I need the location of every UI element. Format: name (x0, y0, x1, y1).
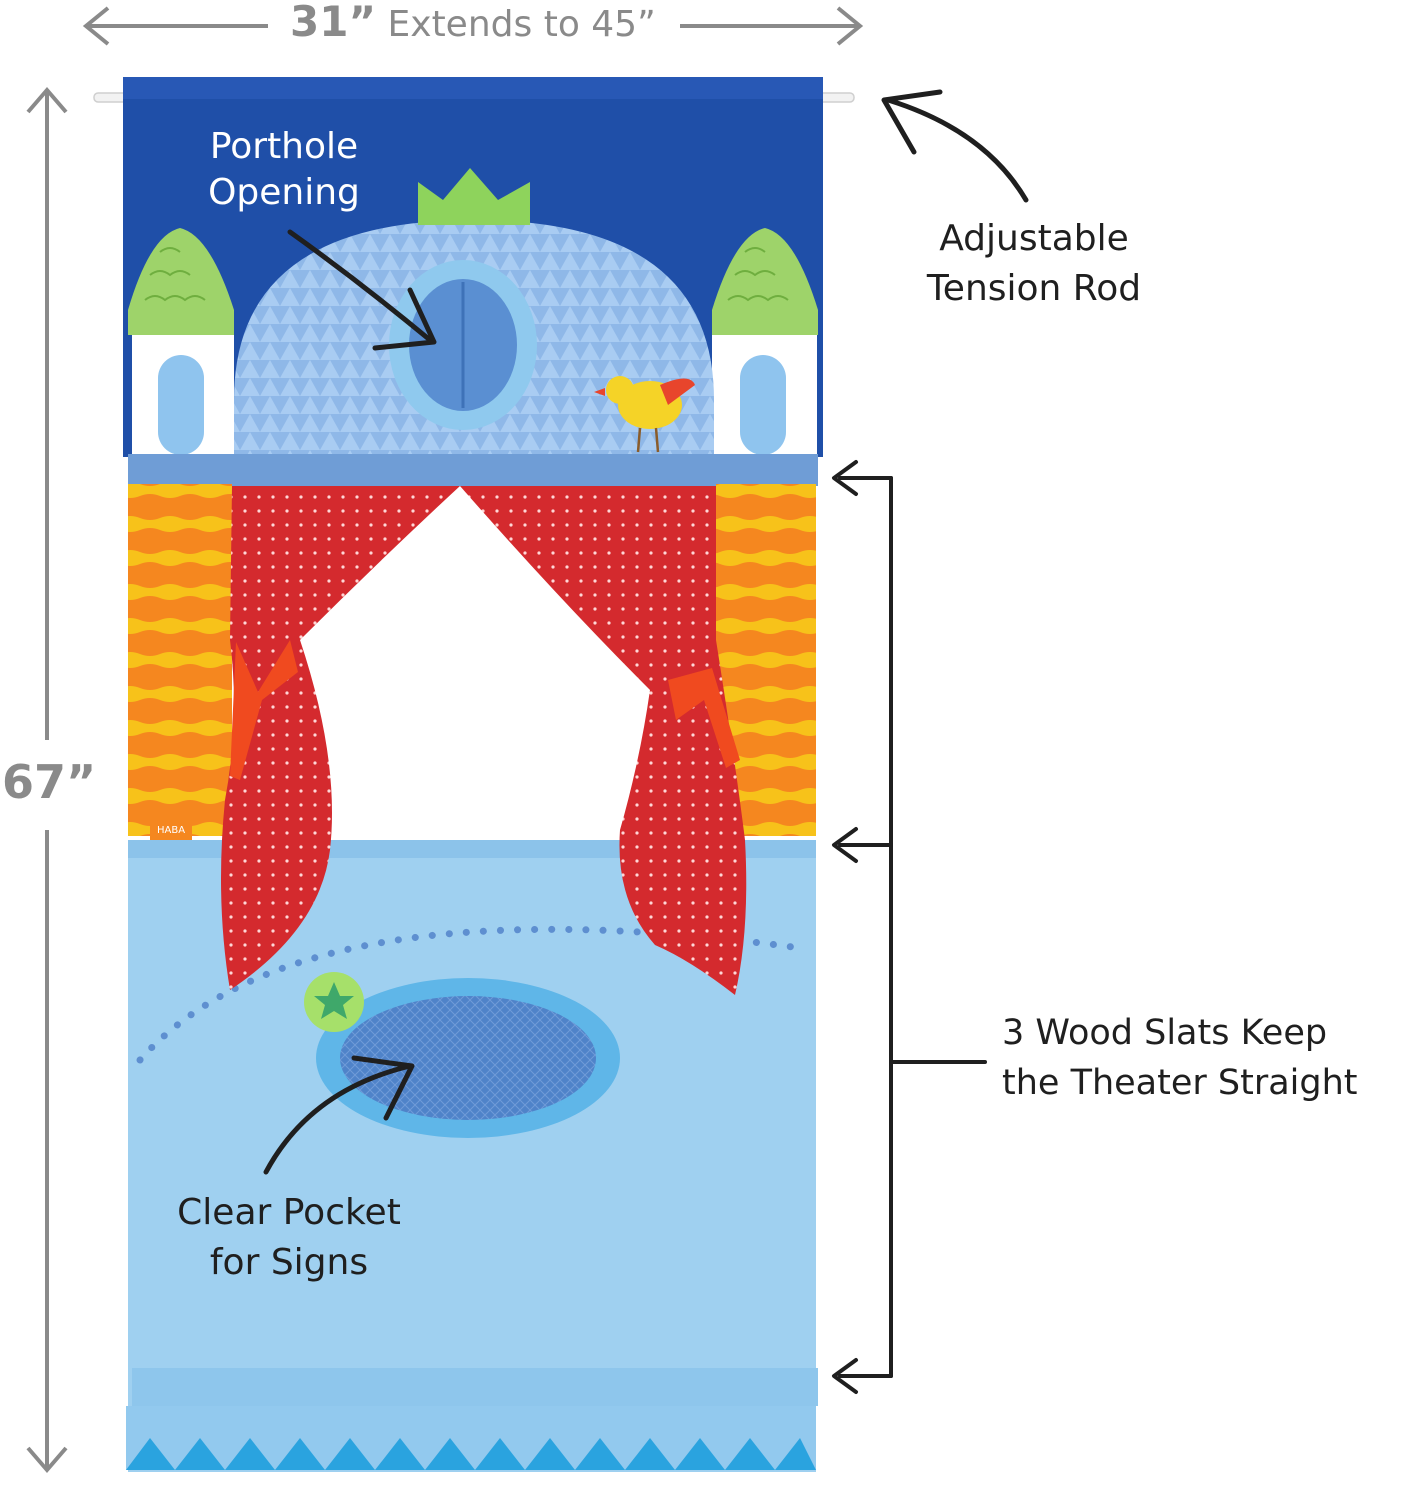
brand-tag (150, 820, 192, 842)
width-extends-label: Extends to 45” (387, 4, 656, 45)
clear-pocket-callout-arrow (263, 1055, 415, 1175)
left-tower (128, 228, 234, 458)
tension-rod-label-line-2: Tension Rod (926, 268, 1142, 309)
valance-bar (128, 454, 818, 486)
wood-slats-label-line-2: the Theater Straight (1002, 1063, 1358, 1103)
brand-tag-text: HABA (156, 825, 186, 836)
height-dimension-label: 67” (2, 755, 97, 809)
tension-rod-label-line-1: Adjustable (939, 218, 1129, 259)
porthole-callout-arrow (287, 229, 437, 351)
right-tower (712, 228, 818, 458)
wood-slats-label: 3 Wood Slats Keep the Theater Straight (1002, 1008, 1358, 1108)
clear-pocket (304, 972, 620, 1138)
porthole-label-line-1: Porthole (209, 126, 359, 167)
height-dimension-arrow (26, 86, 68, 1474)
left-curtain (221, 486, 460, 990)
tension-rod-label: Adjustable Tension Rod (918, 214, 1150, 314)
porthole-opening (389, 260, 537, 430)
bird (594, 376, 695, 453)
clear-pocket-label-line-2: for Signs (209, 1242, 369, 1283)
width-dimension-arrow (82, 6, 864, 46)
porthole-label: Porthole Opening (196, 124, 372, 216)
clear-pocket-label: Clear Pocket for Signs (164, 1188, 414, 1288)
right-curtain (460, 486, 747, 995)
porthole-label-line-2: Opening (208, 172, 360, 213)
clear-pocket-label-line-1: Clear Pocket (177, 1192, 401, 1233)
wood-slats-label-line-1: 3 Wood Slats Keep (1002, 1013, 1328, 1053)
wood-slats-bracket (832, 460, 987, 1394)
width-min-value: 31” (290, 0, 377, 46)
left-stripe-panel (128, 484, 232, 836)
width-dimension-label: 31” Extends to 45” (290, 0, 656, 51)
tension-rod-callout-arrow (881, 89, 1029, 203)
